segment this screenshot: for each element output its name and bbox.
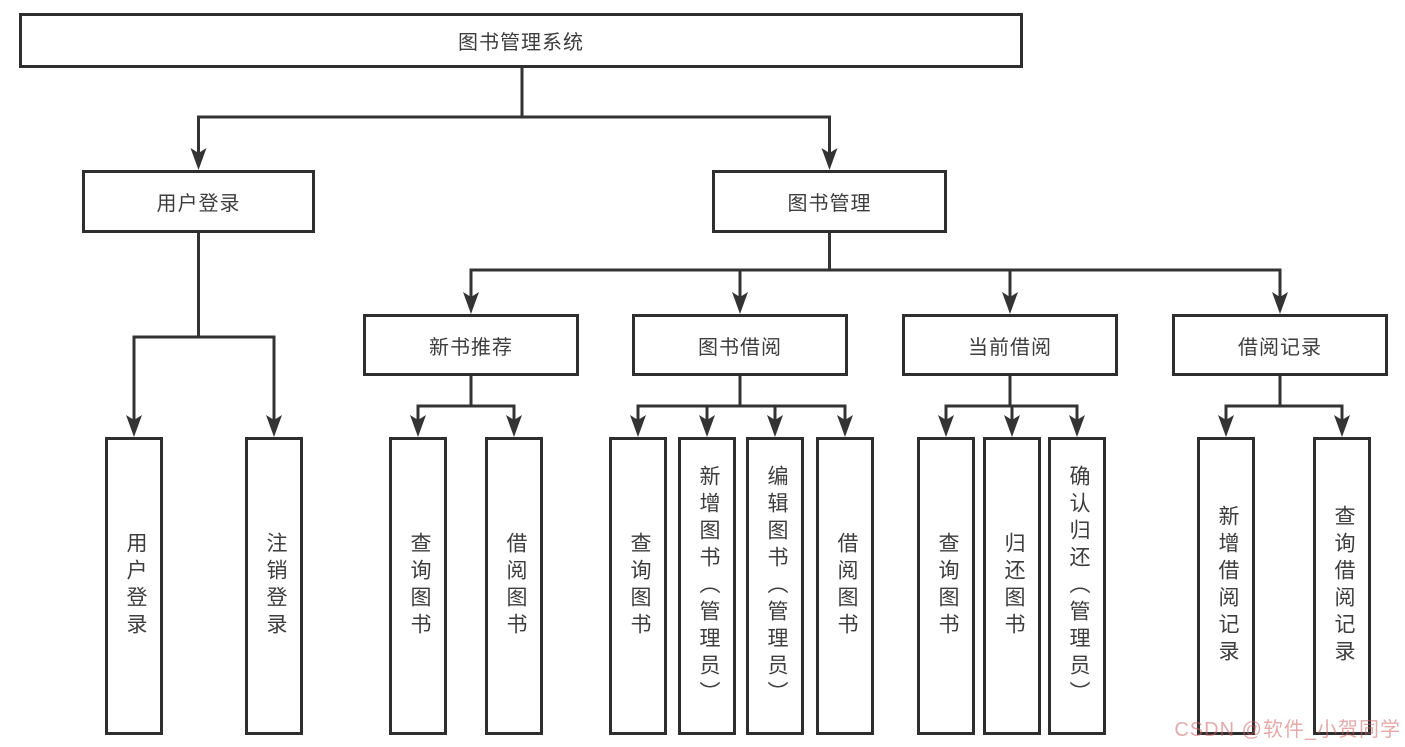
arrow-stems — [132, 117, 1344, 422]
leaf-borrowing-borrow-books: 借阅图书 — [816, 437, 874, 735]
branch-spines — [132, 68, 1344, 408]
node-root: 图书管理系统 — [19, 13, 1023, 68]
csdn-watermark: CSDN @软件_小贺同学 — [1174, 719, 1401, 741]
leaf-newbook-borrow-books: 借阅图书 — [485, 437, 543, 735]
leaf-current-confirm-return-admin: 确认归还（管理员） — [1048, 437, 1106, 735]
leaf-borrowing-query-books: 查询图书 — [609, 437, 667, 735]
leaf-records-query-record: 查询借阅记录 — [1313, 437, 1371, 735]
leaf-borrowing-add-books-admin: 新增图书（管理员） — [678, 437, 736, 735]
node-borrowing-records: 借阅记录 — [1172, 314, 1388, 376]
leaf-borrowing-edit-books-admin: 编辑图书（管理员） — [746, 437, 804, 735]
leaf-current-return-books: 归还图书 — [983, 437, 1041, 735]
node-user-login: 用户登录 — [82, 170, 315, 233]
leaf-logout-login: 注销登录 — [245, 437, 303, 735]
leaf-records-add-record: 新增借阅记录 — [1197, 437, 1255, 735]
leaf-current-query-books: 查询图书 — [917, 437, 975, 735]
node-book-borrowing: 图书借阅 — [632, 314, 848, 376]
node-current-borrowing: 当前借阅 — [902, 314, 1118, 376]
leaf-user-login: 用户登录 — [105, 437, 163, 735]
node-book-management: 图书管理 — [712, 170, 947, 233]
leaf-newbook-query-books: 查询图书 — [389, 437, 447, 735]
node-new-book-recommend: 新书推荐 — [363, 314, 579, 376]
